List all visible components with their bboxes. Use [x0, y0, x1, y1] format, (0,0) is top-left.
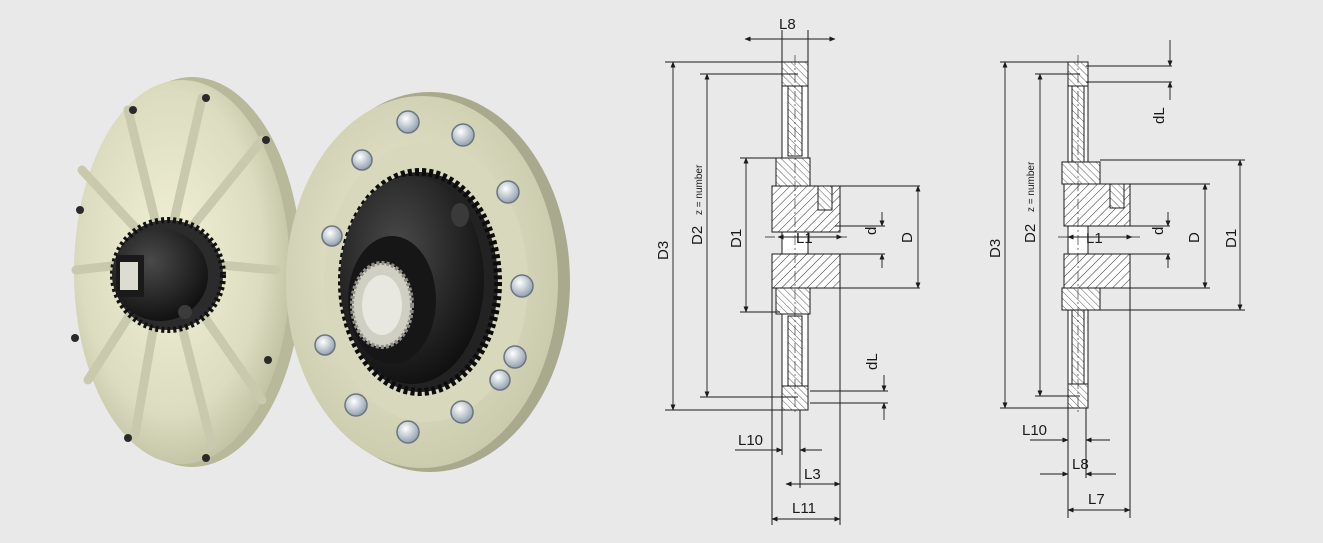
- label-l1-left: L1: [796, 230, 813, 247]
- label-d3-right: D3: [987, 239, 1004, 258]
- label-small-d-right: d: [1150, 227, 1167, 235]
- label-d2-left: D2: [689, 226, 706, 245]
- left-flange-disc: [71, 77, 302, 467]
- label-l3-left: L3: [804, 466, 821, 483]
- label-z-number-left: z = number: [694, 164, 705, 215]
- coupling-product-image: [71, 77, 570, 472]
- label-l8-right: L8: [1072, 456, 1089, 473]
- label-dl-right: dL: [1151, 107, 1168, 124]
- label-d2-right: D2: [1022, 224, 1039, 243]
- label-d3-left: D3: [655, 241, 672, 260]
- label-big-d-left: D: [899, 232, 916, 243]
- right-flange-disc: [286, 92, 570, 472]
- label-l8-left: L8: [779, 16, 796, 33]
- label-l10-right: L10: [1022, 422, 1047, 439]
- label-small-d-left: d: [863, 227, 880, 235]
- label-l11-left: L11: [792, 500, 816, 517]
- right-section-drawing: [1000, 40, 1245, 518]
- label-l10-left: L10: [738, 432, 763, 449]
- label-l1-right: L1: [1086, 230, 1103, 247]
- left-section-drawing: [665, 30, 921, 525]
- label-l7-right: L7: [1088, 491, 1105, 508]
- label-d1-left: D1: [728, 229, 745, 248]
- label-dl-left: dL: [864, 353, 881, 370]
- label-d1-right: D1: [1223, 229, 1240, 248]
- label-z-number-right: z = number: [1026, 161, 1037, 212]
- label-big-d-right: D: [1186, 232, 1203, 243]
